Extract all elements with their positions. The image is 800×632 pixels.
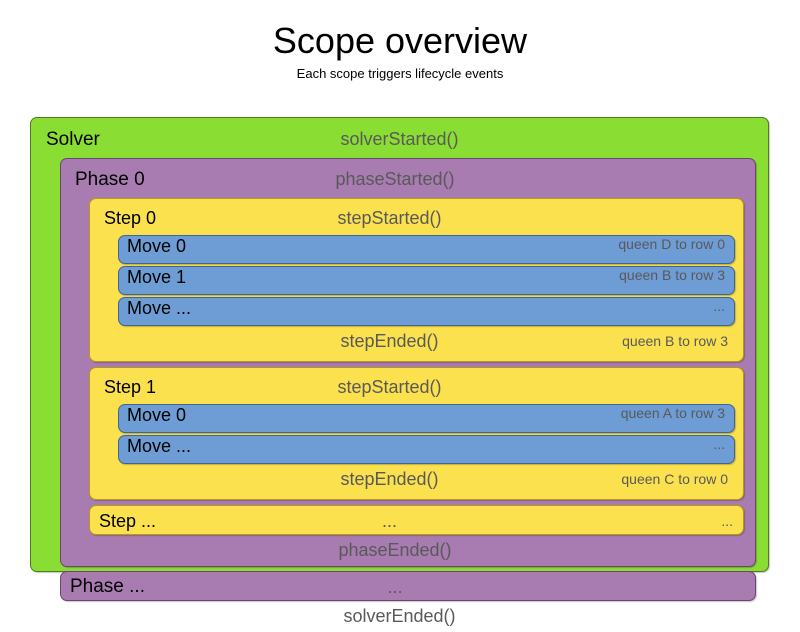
step-1-ended-detail: queen C to row 0 — [621, 471, 728, 487]
step-1-scope: Step 1 stepStarted() Move 0 queen A to r… — [89, 367, 744, 500]
move-row: Move 0 queen D to row 0 — [118, 235, 735, 264]
solver-label: Solver — [46, 129, 100, 150]
move-label: Move 0 — [127, 236, 187, 256]
phase-ellipsis-label: Phase ... — [70, 576, 145, 597]
phase-0-header-row: Phase 0 phaseStarted() — [66, 164, 750, 195]
step-0-started-event: stepStarted() — [337, 208, 442, 228]
step-1-ended-event: stepEnded() — [340, 469, 439, 489]
step-0-ended-event: stepEnded() — [340, 331, 439, 351]
phase-ellipsis-row: Phase ... ... — [61, 572, 755, 602]
move-label: Move 1 — [127, 267, 187, 287]
step-0-scope: Step 0 stepStarted() Move 0 queen D to r… — [89, 198, 744, 362]
solver-started-event: solverStarted() — [340, 129, 459, 149]
step-ellipsis-scope: Step ... ... ... — [89, 505, 744, 535]
phase-0-label: Phase 0 — [75, 169, 145, 190]
step-1-label: Step 1 — [104, 377, 157, 397]
phase-0-ended-event: phaseEnded() — [338, 540, 452, 560]
step-1-footer-row: stepEnded() queen C to row 0 — [95, 464, 738, 495]
move-label: Move ... — [127, 436, 192, 456]
step-ellipsis-detail: ... — [721, 513, 733, 529]
scope-overview-diagram: Solver solverStarted() Phase 0 phaseStar… — [30, 117, 769, 626]
move-row: Move 0 queen A to row 3 — [118, 404, 735, 433]
move-label: Move 0 — [127, 405, 187, 425]
step-ellipsis-row: Step ... ... ... — [90, 506, 743, 536]
step-0-header-row: Step 0 stepStarted() — [95, 203, 738, 233]
step-0-label: Step 0 — [104, 208, 157, 228]
step-0-ended-detail: queen B to row 3 — [622, 333, 728, 349]
move-detail: queen A to row 3 — [620, 405, 725, 421]
step-1-started-event: stepStarted() — [337, 377, 442, 397]
move-row: Move ... ... — [118, 435, 735, 464]
solver-header-row: Solver solverStarted() — [37, 124, 762, 155]
phase-ellipsis-scope: Phase ... ... — [60, 571, 756, 601]
solver-scope: Solver solverStarted() Phase 0 phaseStar… — [30, 117, 769, 626]
phase-0-footer-row: phaseEnded() — [66, 535, 750, 566]
phase-ellipsis-event: ... — [387, 577, 403, 597]
move-detail: queen D to row 0 — [618, 236, 725, 252]
page-title: Scope overview — [272, 20, 528, 61]
move-detail: queen B to row 3 — [619, 267, 725, 283]
solver-ended-event: solverEnded() — [343, 606, 456, 626]
solver-footer-row: solverEnded() — [37, 601, 762, 632]
step-0-footer-row: stepEnded() queen B to row 3 — [95, 326, 738, 357]
phase-0-started-event: phaseStarted() — [335, 169, 455, 189]
move-detail: ... — [713, 298, 725, 314]
step-ellipsis-label: Step ... — [99, 511, 157, 531]
step-ellipsis-event: ... — [381, 511, 397, 531]
move-row: Move ... ... — [118, 297, 735, 326]
move-row: Move 1 queen B to row 3 — [118, 266, 735, 295]
page-header: Scope overview Each scope triggers lifec… — [0, 0, 800, 81]
phase-0-scope: Phase 0 phaseStarted() Step 0 stepStarte… — [60, 158, 756, 567]
step-1-header-row: Step 1 stepStarted() — [95, 372, 738, 402]
move-label: Move ... — [127, 298, 192, 318]
page-subtitle: Each scope triggers lifecycle events — [296, 65, 504, 81]
move-detail: ... — [713, 436, 725, 452]
